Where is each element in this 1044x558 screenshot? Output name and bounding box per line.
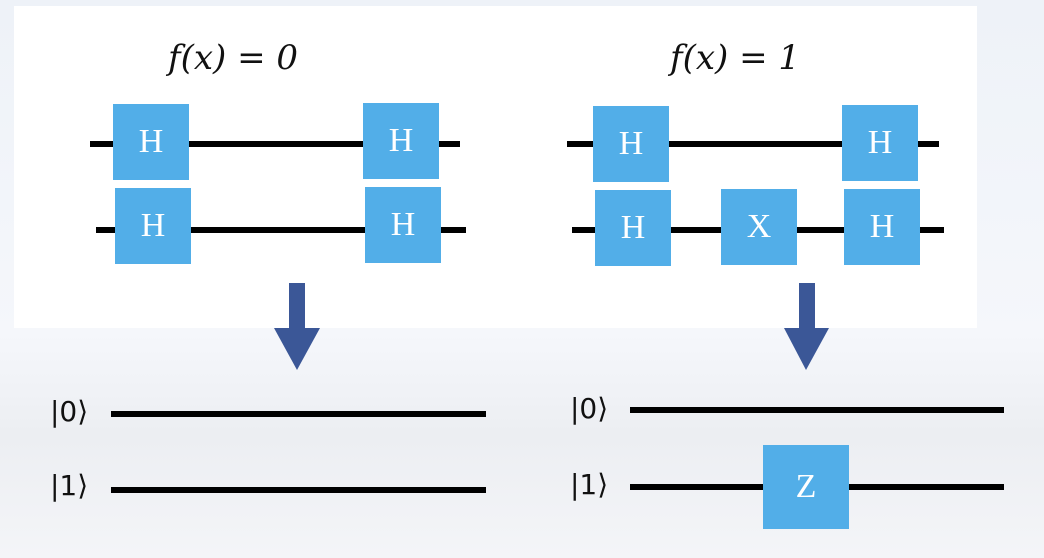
left-gate-h-q1-second: H	[365, 187, 441, 263]
left-output-wire-1	[111, 487, 486, 493]
right-gate-h-q1-second: H	[844, 189, 920, 265]
right-gate-h-q0-second: H	[842, 105, 918, 181]
right-gate-h-q1-first: H	[595, 190, 671, 266]
right-gate-h-q0-first: H	[593, 106, 669, 182]
left-gate-h-q1-first: H	[115, 188, 191, 264]
right-wire-q0	[567, 141, 939, 147]
right-output-wire-0	[630, 407, 1004, 413]
left-ket-0: |0⟩	[50, 395, 89, 428]
left-output-wire-0	[111, 411, 486, 417]
right-ket-1: |1⟩	[570, 468, 609, 501]
left-gate-h-q0-first: H	[113, 104, 189, 180]
left-gate-h-q0-second: H	[363, 103, 439, 179]
left-ket-1: |1⟩	[50, 469, 89, 502]
left-wire-q1	[96, 227, 466, 233]
right-title: f(x) = 1	[670, 38, 801, 78]
left-title: f(x) = 0	[168, 38, 299, 78]
right-ket-0: |0⟩	[570, 392, 609, 425]
left-wire-q0	[90, 141, 460, 147]
right-down-arrow-icon	[784, 283, 829, 370]
right-gate-z: Z	[763, 445, 849, 529]
left-down-arrow-icon	[274, 283, 320, 370]
right-gate-x-q1: X	[721, 189, 797, 265]
